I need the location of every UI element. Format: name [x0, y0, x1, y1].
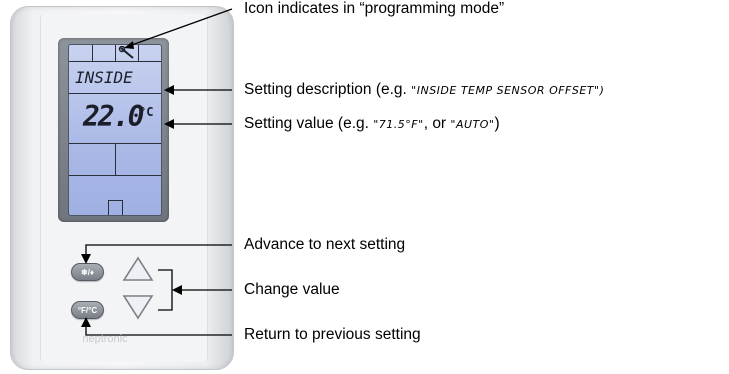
lcd-divider — [138, 45, 139, 61]
callout-change-value: Change value — [244, 281, 340, 298]
callout-text: Setting value (e.g. — [244, 115, 374, 132]
lcd-divider — [69, 61, 161, 62]
wrench-icon — [118, 45, 136, 63]
callout-text: ) — [494, 115, 500, 132]
lcd-value-text: 22.0 — [83, 100, 144, 133]
callout-example: "71.5°F" — [373, 118, 424, 131]
callout-example: "AUTO" — [450, 118, 495, 131]
callout-advance: Advance to next setting — [244, 236, 406, 253]
lcd-status-text: INSIDE — [75, 68, 133, 87]
lcd-unit-text: °C — [139, 105, 154, 119]
callout-text: , or — [423, 115, 451, 132]
lcd-divider — [108, 200, 109, 215]
callout-setting-value: Setting value (e.g. "71.5°F", or "AUTO") — [244, 115, 500, 133]
lcd-divider — [122, 200, 123, 215]
callout-return: Return to previous setting — [244, 326, 421, 343]
lcd-divider — [108, 200, 123, 201]
lcd-divider — [69, 175, 161, 176]
callout-programming-mode: Icon indicates in “programming mode” — [244, 0, 505, 17]
lcd-divider — [115, 143, 116, 175]
callout-example: "INSIDE TEMP SENSOR OFFSET") — [411, 84, 605, 97]
brand-logo-text: neptronic — [82, 333, 128, 345]
lcd-display: INSIDE 22.0 °C — [68, 44, 162, 216]
lcd-divider — [69, 93, 161, 94]
lcd-divider — [92, 45, 93, 61]
callout-text: Setting description (e.g. — [244, 81, 412, 98]
callout-setting-description: Setting description (e.g. "INSIDE TEMP S… — [244, 81, 604, 99]
unit-toggle-button[interactable]: °F/°C — [71, 301, 104, 319]
lcd-divider — [115, 45, 116, 61]
advance-button[interactable]: ❄/♦ — [71, 263, 104, 281]
